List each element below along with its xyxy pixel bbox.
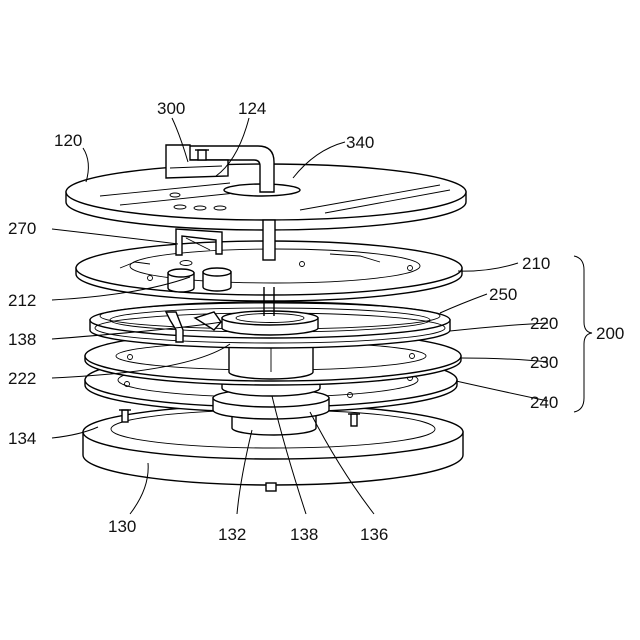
label-300: 300: [157, 99, 185, 118]
label-132: 132: [218, 525, 246, 544]
label-124: 124: [238, 99, 266, 118]
label-130: 130: [108, 517, 136, 536]
label-220: 220: [530, 314, 558, 333]
label-222: 222: [8, 369, 36, 388]
label-138-lower: 138: [290, 525, 318, 544]
label-212: 212: [8, 291, 36, 310]
hub-top-138: [222, 311, 318, 335]
label-138-upper: 138: [8, 330, 36, 349]
label-120: 120: [54, 131, 82, 150]
label-240: 240: [530, 393, 558, 412]
shaft-124: [263, 220, 275, 260]
label-250: 250: [489, 285, 517, 304]
label-270: 270: [8, 219, 36, 238]
label-340: 340: [346, 133, 374, 152]
label-230: 230: [530, 353, 558, 372]
label-136: 136: [360, 525, 388, 544]
label-134: 134: [8, 429, 36, 448]
label-210: 210: [522, 254, 550, 273]
group-brace-200: [574, 256, 592, 412]
label-200: 200: [596, 324, 624, 343]
